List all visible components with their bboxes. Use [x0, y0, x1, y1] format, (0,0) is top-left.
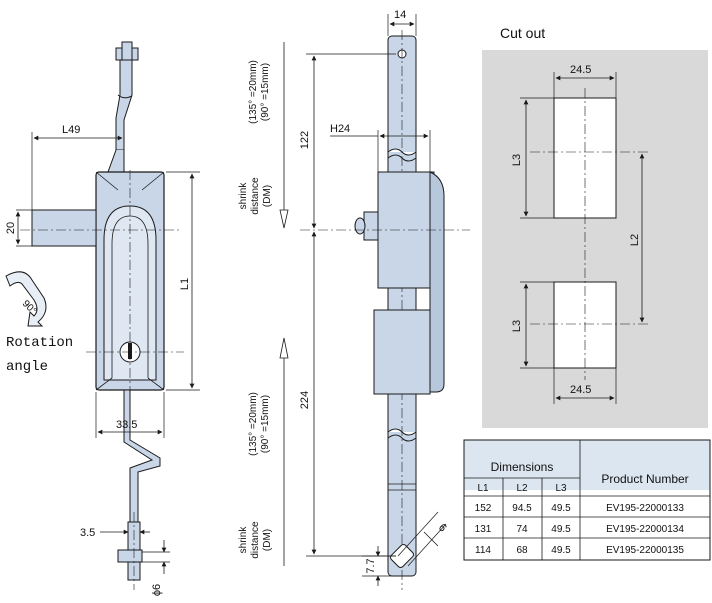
cutout-width-bottom-label: 24.5	[570, 384, 591, 396]
cutout-dim-width-bottom: 24.5	[553, 368, 617, 404]
shrink-bottom-line2: distance	[250, 521, 261, 559]
dim-6-label: 6	[436, 522, 449, 535]
dim-h24: H24	[330, 123, 431, 172]
dim-h24-label: H24	[330, 123, 350, 135]
angle-top-line1: (135° =20mm)	[248, 60, 259, 124]
dim-122-label: 122	[299, 131, 311, 149]
table-cell-l1: 152	[475, 503, 492, 514]
table-cell-l2: 68	[516, 545, 528, 556]
table-cell-l2: 74	[516, 524, 528, 535]
cutout-width-top-label: 24.5	[570, 64, 591, 76]
dim-l1: L1	[166, 171, 200, 391]
cutout-dim-l3-bottom: L3	[511, 281, 554, 369]
dim-l49: L49	[31, 124, 125, 214]
table-cell-l3: 49.5	[551, 524, 571, 535]
angle-bottom-line2: (90° =15mm)	[260, 395, 271, 453]
dim-l49-label: L49	[62, 124, 80, 136]
lever-arm	[20, 209, 180, 247]
shrink-top-line1: shrink	[238, 182, 249, 210]
dim-14-label: 14	[394, 9, 406, 21]
table-cell-l1: 131	[475, 524, 492, 535]
dim-7-7-label: 7.7	[365, 558, 377, 573]
table-col-l3: L3	[555, 483, 567, 494]
dim-phi6-label: ϕ6	[151, 584, 163, 596]
dim-33-5: 33.5	[95, 392, 165, 438]
table-col-l1: L1	[477, 483, 489, 494]
rotation-arrow-icon: 90°	[5, 271, 47, 327]
front-view: L49 20 L1 33.5 3.5	[5, 41, 200, 596]
bottom-rod	[117, 389, 161, 590]
side-rod	[387, 30, 417, 590]
angle-top-line2: (90° =15mm)	[260, 63, 271, 121]
top-rod	[107, 41, 139, 173]
cutout-dim-width-top: 24.5	[553, 64, 617, 98]
table-cell-product: EV195-22000134	[606, 524, 684, 535]
shrink-top-line3: (DM)	[262, 185, 273, 207]
dim-122: 122	[299, 53, 396, 229]
cutout-panel: Cut out 24.5 24.5 L3 L3	[482, 25, 708, 428]
cutout-title: Cut out	[500, 25, 545, 41]
angle-bottom-line1: (135° =20mm)	[248, 392, 259, 456]
side-view: 14 H24 122 224 7.7	[238, 9, 470, 590]
dimension-table: Dimensions Product Number L1 L2 L3 152 9…	[463, 439, 711, 561]
shrink-bottom-line1: shrink	[238, 526, 249, 554]
dim-3-5: 3.5	[80, 527, 150, 539]
dim-l1-label: L1	[179, 278, 191, 290]
cutout-l3-top-label: L3	[511, 154, 523, 166]
table-cell-l3: 49.5	[551, 503, 571, 514]
cutout-l2-label: L2	[629, 234, 641, 246]
table-product-header: Product Number	[601, 472, 688, 486]
dim-phi6: ϕ6	[142, 540, 170, 596]
side-housing	[300, 171, 470, 395]
shrink-bottom-line3: (DM)	[262, 529, 273, 551]
dim-33-5-label: 33.5	[116, 419, 137, 431]
rotation-label-line2: angle	[6, 359, 48, 375]
cutout-dim-l3-top: L3	[511, 97, 554, 219]
shrink-annotation-top: shrink distance (DM) (135° =20mm) (90° =…	[238, 42, 289, 229]
dim-20: 20	[5, 209, 34, 247]
cutout-l3-bottom-label: L3	[511, 320, 523, 332]
table-cell-product: EV195-22000133	[606, 503, 684, 514]
side-hook	[390, 511, 447, 568]
dim-6: 6	[423, 522, 449, 547]
dim-7-7: 7.7	[362, 546, 396, 586]
cutout-dim-l2: L2	[629, 153, 645, 323]
rotation-label-line1: Rotation	[6, 335, 73, 351]
table-cell-l2: 94.5	[512, 503, 532, 514]
table-group-header: Dimensions	[491, 460, 554, 474]
table-col-l2: L2	[516, 483, 528, 494]
shrink-annotation-bottom: shrink distance (DM) (135° =20mm) (90° =…	[238, 337, 289, 566]
table-cell-l1: 114	[475, 545, 491, 556]
dim-224: 224	[299, 231, 396, 557]
table-cell-product: EV195-22000135	[606, 545, 684, 556]
dim-20-label: 20	[5, 222, 17, 234]
table-cell-l3: 49.5	[551, 545, 571, 556]
dim-3-5-label: 3.5	[80, 527, 95, 539]
dim-14: 14	[387, 9, 417, 36]
dim-224-label: 224	[299, 391, 311, 409]
shrink-top-line2: distance	[250, 177, 261, 215]
